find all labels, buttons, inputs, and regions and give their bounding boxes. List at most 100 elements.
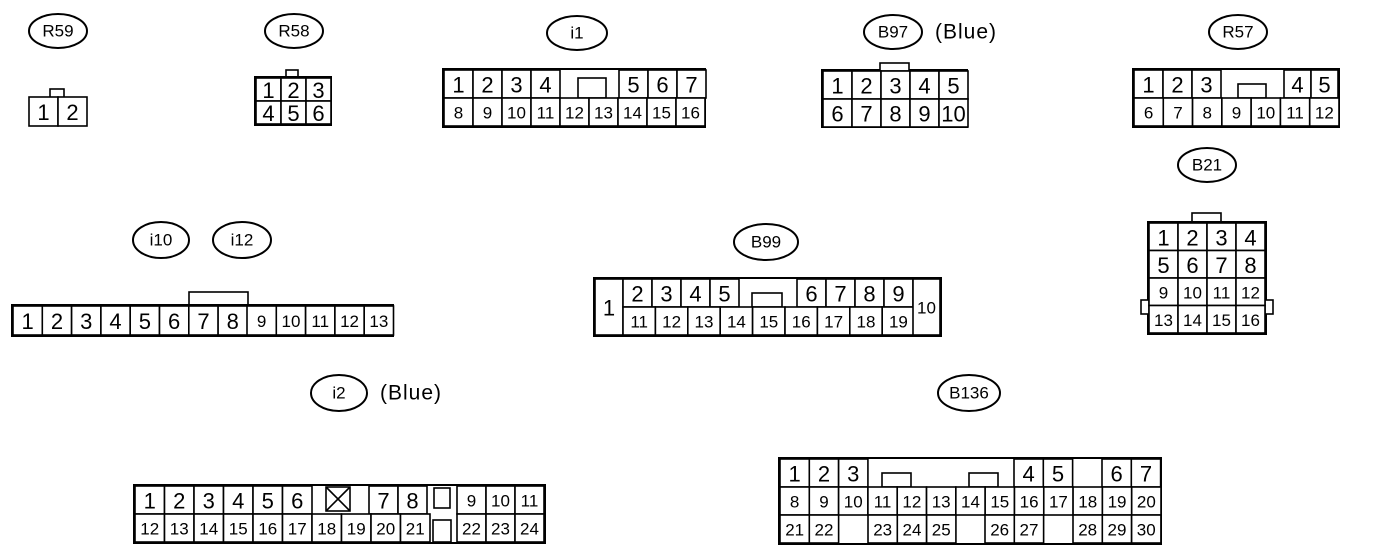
pin-number: 2 <box>287 78 299 103</box>
pin-number: 9 <box>257 312 266 331</box>
pin-number: 11 <box>1213 283 1231 302</box>
pin-number: 18 <box>857 313 876 332</box>
pin-number: 12 <box>1315 104 1334 123</box>
pin-number: 4 <box>689 282 701 307</box>
label-ellipse <box>733 223 799 261</box>
connector-label-r59: R59 <box>28 13 88 49</box>
pin-cell <box>1177 277 1208 307</box>
pin-number: 4 <box>539 73 551 98</box>
latch-tab <box>577 77 607 99</box>
pin-number: 21 <box>785 521 804 540</box>
pin-cell <box>305 100 332 125</box>
pin-cell <box>618 69 649 99</box>
pin-number: 1 <box>452 73 464 98</box>
connector-id: i1 <box>570 24 583 43</box>
pin-number: 3 <box>80 309 92 334</box>
pin-cell <box>246 305 278 336</box>
pin-number: 12 <box>340 312 359 331</box>
pin-cell <box>1130 458 1162 488</box>
pin-number: 7 <box>1215 253 1227 278</box>
pin-cell <box>1013 514 1045 544</box>
pin-number: 2 <box>51 309 63 334</box>
pin-number: 1 <box>22 309 34 334</box>
pin-number: 20 <box>376 520 395 539</box>
connector-label-b99: B99 <box>733 223 799 261</box>
pin-number: 1 <box>831 74 843 99</box>
pin-cell <box>617 97 648 127</box>
pin-number: 15 <box>759 313 778 332</box>
pin-cell <box>1177 249 1208 279</box>
pin-cell <box>1072 486 1104 516</box>
pin-number: 18 <box>1078 493 1097 512</box>
connector-label-r58: R58 <box>264 13 324 49</box>
pin-number: 3 <box>889 74 901 99</box>
pin-number: 2 <box>860 74 872 99</box>
pin-number: 9 <box>1159 283 1168 302</box>
pin-cell <box>1279 97 1311 127</box>
pin-number: 3 <box>847 462 859 487</box>
label-ellipse <box>310 374 368 412</box>
pin-number: 1 <box>1157 225 1169 250</box>
pin-number: 2 <box>1186 225 1198 250</box>
latch-tab <box>879 62 910 72</box>
pin-number: 5 <box>718 282 730 307</box>
pin-number: 8 <box>1244 253 1256 278</box>
pin-number: 2 <box>481 73 493 98</box>
label-ellipse <box>937 374 1001 412</box>
pin-cell <box>1308 97 1340 127</box>
pin-number: 12 <box>1241 283 1260 302</box>
latch-tab <box>433 487 451 509</box>
pin-cell <box>709 278 740 308</box>
pin-cell <box>1191 69 1222 99</box>
pin-number: 5 <box>139 309 151 334</box>
pin-cell <box>1206 249 1237 279</box>
connector-label-i1: i1 <box>546 15 608 51</box>
pin-number: 4 <box>918 74 930 99</box>
pin-cell <box>647 69 678 99</box>
pin-number: 23 <box>873 521 892 540</box>
pin-number: 5 <box>1318 73 1330 98</box>
connector-id: B99 <box>751 233 781 252</box>
pin-cell <box>363 305 395 336</box>
pin-cell <box>719 306 754 336</box>
pin-cell <box>1148 249 1179 279</box>
pin-number: 13 <box>1154 311 1173 330</box>
pin-cell <box>443 97 474 127</box>
pin-cell <box>163 513 195 543</box>
pin-cell <box>808 514 840 544</box>
pin-number: 23 <box>491 520 510 539</box>
connector-label-b21: B21 <box>1177 147 1237 183</box>
connector-id: B136 <box>949 384 989 403</box>
pin-cell <box>193 513 225 543</box>
pin-number: 12 <box>565 104 584 123</box>
pin-number: 6 <box>1186 253 1198 278</box>
pin-number: 3 <box>660 282 672 307</box>
pin-number: 27 <box>1020 521 1039 540</box>
pin-number: 8 <box>889 102 901 127</box>
pin-number: 3 <box>510 73 522 98</box>
pin-number: 1 <box>603 296 615 321</box>
pin-number: 12 <box>140 520 159 539</box>
pin-cell <box>851 98 882 128</box>
pin-cell <box>311 513 343 543</box>
pin-cell <box>134 485 166 515</box>
pin-number: 16 <box>1241 311 1260 330</box>
pin-number: 13 <box>369 312 388 331</box>
pin-cell <box>340 513 372 543</box>
pin-cell <box>1133 69 1164 99</box>
pin-number: 11 <box>521 492 539 511</box>
pin-cell <box>1130 514 1162 544</box>
connector-id: i12 <box>231 231 254 250</box>
pin-number: 1 <box>37 100 49 125</box>
pin-number: 11 <box>311 312 329 331</box>
pin-number: 7 <box>685 73 697 98</box>
pin-cell <box>1206 222 1237 252</box>
pin-cell <box>1235 304 1266 334</box>
